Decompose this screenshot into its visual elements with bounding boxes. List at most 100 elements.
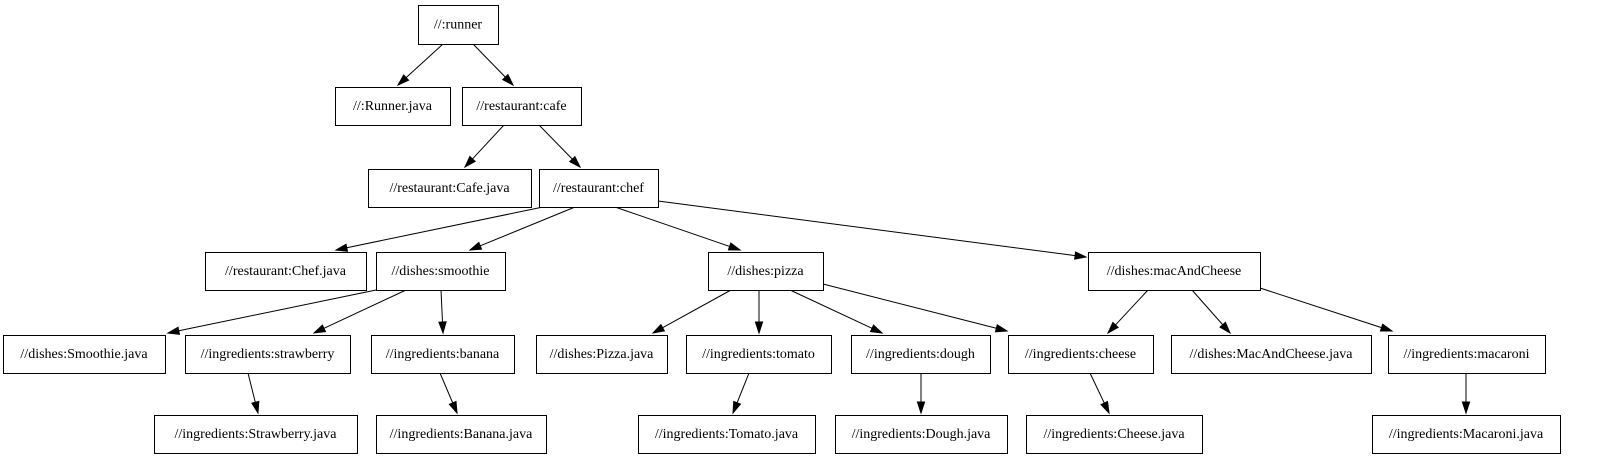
- graph-edge: [732, 372, 750, 415]
- node-label: //restaurant:cafe: [476, 99, 566, 114]
- edge-arrowhead: [1379, 323, 1394, 332]
- graph-node-runner_java[interactable]: //:Runner.java: [335, 87, 451, 126]
- edge-arrowhead: [568, 155, 582, 169]
- node-box[interactable]: [536, 335, 668, 374]
- node-box[interactable]: [376, 252, 506, 291]
- node-box[interactable]: [335, 87, 451, 126]
- node-label: //dishes:smoothie: [392, 264, 490, 279]
- node-box[interactable]: [185, 335, 351, 374]
- edge-line: [1115, 289, 1149, 326]
- node-box[interactable]: [376, 415, 547, 454]
- node-label: //ingredients:tomato: [702, 347, 815, 362]
- edge-line: [440, 289, 443, 323]
- graph-node-dough_java[interactable]: //ingredients:Dough.java: [835, 415, 1008, 454]
- graph-edge: [312, 289, 407, 334]
- graph-edge: [1089, 372, 1110, 415]
- graph-node-ing_banana[interactable]: //ingredients:banana: [371, 335, 515, 374]
- node-box[interactable]: [851, 335, 991, 374]
- graph-node-cheese_java[interactable]: //ingredients:Cheese.java: [1026, 415, 1203, 454]
- node-label: //:Runner.java: [353, 99, 433, 114]
- node-box[interactable]: [371, 335, 515, 374]
- node-box[interactable]: [3, 335, 166, 374]
- graph-node-ing_strawberry[interactable]: //ingredients:strawberry: [185, 335, 351, 374]
- edge-line: [1191, 289, 1224, 326]
- graph-node-runner[interactable]: //:runner: [418, 5, 499, 45]
- graph-node-chef_java[interactable]: //restaurant:Chef.java: [205, 252, 367, 291]
- node-label: //restaurant:chef: [553, 181, 644, 196]
- edge-line: [472, 43, 506, 78]
- edge-line: [662, 289, 732, 329]
- graph-edge: [334, 206, 544, 252]
- edge-arrowhead: [916, 401, 926, 415]
- graph-node-tomato_java[interactable]: //ingredients:Tomato.java: [638, 415, 816, 454]
- node-label: //ingredients:banana: [386, 347, 500, 362]
- node-box[interactable]: [835, 415, 1008, 454]
- graph-node-pizza_java[interactable]: //dishes:Pizza.java: [536, 335, 668, 374]
- graph-node-strawberry_java[interactable]: //ingredients:Strawberry.java: [154, 415, 358, 454]
- edge-arrowhead: [994, 323, 1009, 333]
- edge-line: [1089, 372, 1105, 404]
- node-box[interactable]: [539, 169, 659, 208]
- graph-node-smoothie_java[interactable]: //dishes:Smoothie.java: [3, 335, 166, 374]
- edge-arrowhead: [869, 324, 884, 334]
- edge-line: [247, 372, 256, 403]
- node-label: //ingredients:dough: [866, 347, 975, 362]
- graph-node-dishes_mac[interactable]: //dishes:macAndCheese: [1088, 252, 1261, 291]
- node-box[interactable]: [1088, 252, 1261, 291]
- node-label: //dishes:Pizza.java: [550, 347, 655, 362]
- edge-line: [1259, 287, 1382, 329]
- graph-node-ing_macaroni[interactable]: //ingredients:macaroni: [1388, 335, 1546, 374]
- node-box[interactable]: [205, 252, 367, 291]
- node-label: //ingredients:Cheese.java: [1043, 427, 1185, 442]
- node-label: //dishes:Smoothie.java: [20, 347, 148, 362]
- node-box[interactable]: [1372, 415, 1561, 454]
- node-label: //ingredients:Macaroni.java: [1389, 427, 1544, 442]
- node-box[interactable]: [418, 5, 499, 45]
- graph-edge: [1106, 289, 1149, 335]
- edge-arrowhead: [448, 400, 458, 415]
- node-box[interactable]: [708, 252, 824, 291]
- node-box[interactable]: [154, 415, 358, 454]
- edge-arrowhead: [1100, 400, 1110, 415]
- graph-edge: [468, 206, 576, 251]
- graph-node-ing_dough[interactable]: //ingredients:dough: [851, 335, 991, 374]
- graph-node-ing_cheese[interactable]: //ingredients:cheese: [1008, 335, 1154, 374]
- node-box[interactable]: [1008, 335, 1154, 374]
- graph-edge: [657, 200, 1088, 260]
- edge-arrowhead: [438, 321, 447, 335]
- edge-line: [736, 372, 750, 403]
- graph-edge: [472, 43, 515, 87]
- node-box[interactable]: [462, 87, 582, 126]
- graph-node-macaroni_java[interactable]: //ingredients:Macaroni.java: [1372, 415, 1561, 454]
- node-box[interactable]: [638, 415, 816, 454]
- graph-edge: [439, 372, 458, 415]
- graph-node-dishes_pizza[interactable]: //dishes:pizza: [708, 252, 824, 291]
- node-label: //ingredients:strawberry: [201, 347, 335, 362]
- graph-edge: [463, 124, 505, 169]
- graph-edge: [822, 283, 1009, 333]
- edge-line: [822, 283, 997, 329]
- edge-arrowhead: [1219, 321, 1232, 335]
- edge-arrowhead: [651, 323, 666, 334]
- node-label: //restaurant:Cafe.java: [389, 181, 510, 196]
- graph-node-banana_java[interactable]: //ingredients:Banana.java: [376, 415, 547, 454]
- node-label: //ingredients:Strawberry.java: [175, 427, 338, 442]
- node-box[interactable]: [686, 335, 832, 374]
- node-label: //ingredients:macaroni: [1404, 347, 1530, 362]
- graph-node-cafe_java[interactable]: //restaurant:Cafe.java: [368, 169, 532, 208]
- graph-node-restaurant_cafe[interactable]: //restaurant:cafe: [462, 87, 582, 126]
- graph-edges-layer: [166, 43, 1471, 415]
- node-box[interactable]: [1026, 415, 1203, 454]
- graph-edge: [651, 289, 732, 334]
- graph-edge: [396, 43, 444, 87]
- node-box[interactable]: [1388, 335, 1546, 374]
- edge-line: [614, 206, 730, 247]
- node-box[interactable]: [368, 169, 532, 208]
- graph-node-restaurant_chef[interactable]: //restaurant:chef: [539, 169, 659, 208]
- graph-node-ing_tomato[interactable]: //ingredients:tomato: [686, 335, 832, 374]
- node-box[interactable]: [1171, 335, 1372, 374]
- edge-arrowhead: [463, 155, 476, 169]
- graph-node-dishes_smoothie[interactable]: //dishes:smoothie: [376, 252, 506, 291]
- graph-node-mac_java[interactable]: //dishes:MacAndCheese.java: [1171, 335, 1372, 374]
